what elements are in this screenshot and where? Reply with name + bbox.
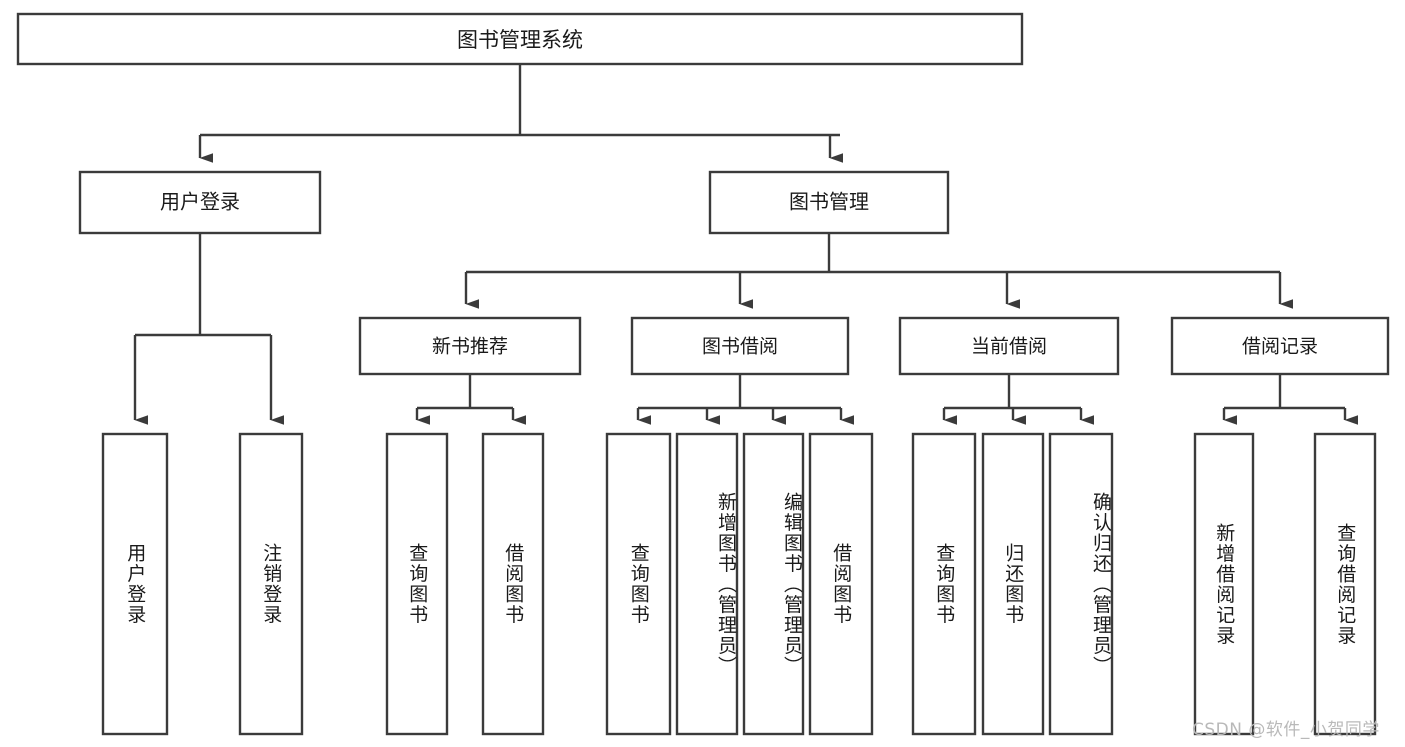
node-current-borrow-label: 当前借阅 (971, 336, 1047, 358)
leaf-box-logout[interactable] (240, 434, 302, 734)
node-borrow-record-label: 借阅记录 (1242, 336, 1318, 358)
leaf-box-borrow-book-2[interactable] (810, 434, 872, 734)
leaf-box-query-book-2[interactable] (607, 434, 670, 734)
leaf-box-confirm-return[interactable] (1050, 434, 1112, 734)
connector-root-to-level1 (200, 64, 840, 158)
leaf-box-edit-book-admin[interactable] (744, 434, 803, 734)
node-new-book-recommend-label: 新书推荐 (432, 336, 508, 358)
node-user-login[interactable]: 用户登录 (80, 172, 320, 233)
leaf-box-query-book-3[interactable] (913, 434, 975, 734)
csdn-watermark: CSDN @软件_小贺同学 (1192, 715, 1380, 740)
leaf-box-add-record[interactable] (1195, 434, 1253, 734)
connector-currentborrow-to-leaves (944, 374, 1081, 420)
connector-userlogin-to-leaves (135, 233, 271, 420)
connector-bookmgmt-to-level2 (466, 233, 1280, 304)
node-user-login-label: 用户登录 (160, 190, 240, 214)
leaf-box-user-login[interactable] (103, 434, 167, 734)
node-root-system[interactable]: 图书管理系统 (18, 14, 1022, 64)
leaf-box-return-book[interactable] (983, 434, 1043, 734)
node-book-management-label: 图书管理 (789, 190, 869, 214)
node-book-borrow[interactable]: 图书借阅 (632, 318, 848, 374)
connector-borrowrecord-to-leaves (1224, 374, 1345, 420)
leaf-box-query-record[interactable] (1315, 434, 1375, 734)
leaf-box-query-book-1[interactable] (387, 434, 447, 734)
node-book-management[interactable]: 图书管理 (710, 172, 948, 233)
leaf-box-add-book-admin[interactable] (677, 434, 737, 734)
node-book-borrow-label: 图书借阅 (702, 336, 778, 358)
leaf-boxes-group (103, 434, 1375, 734)
node-current-borrow[interactable]: 当前借阅 (900, 318, 1118, 374)
leaf-box-borrow-book-1[interactable] (483, 434, 543, 734)
connector-newbook-to-leaves (417, 374, 513, 420)
connector-bookborrow-to-leaves (638, 374, 841, 420)
node-root-system-label: 图书管理系统 (457, 28, 583, 52)
node-borrow-record[interactable]: 借阅记录 (1172, 318, 1388, 374)
node-new-book-recommend[interactable]: 新书推荐 (360, 318, 580, 374)
